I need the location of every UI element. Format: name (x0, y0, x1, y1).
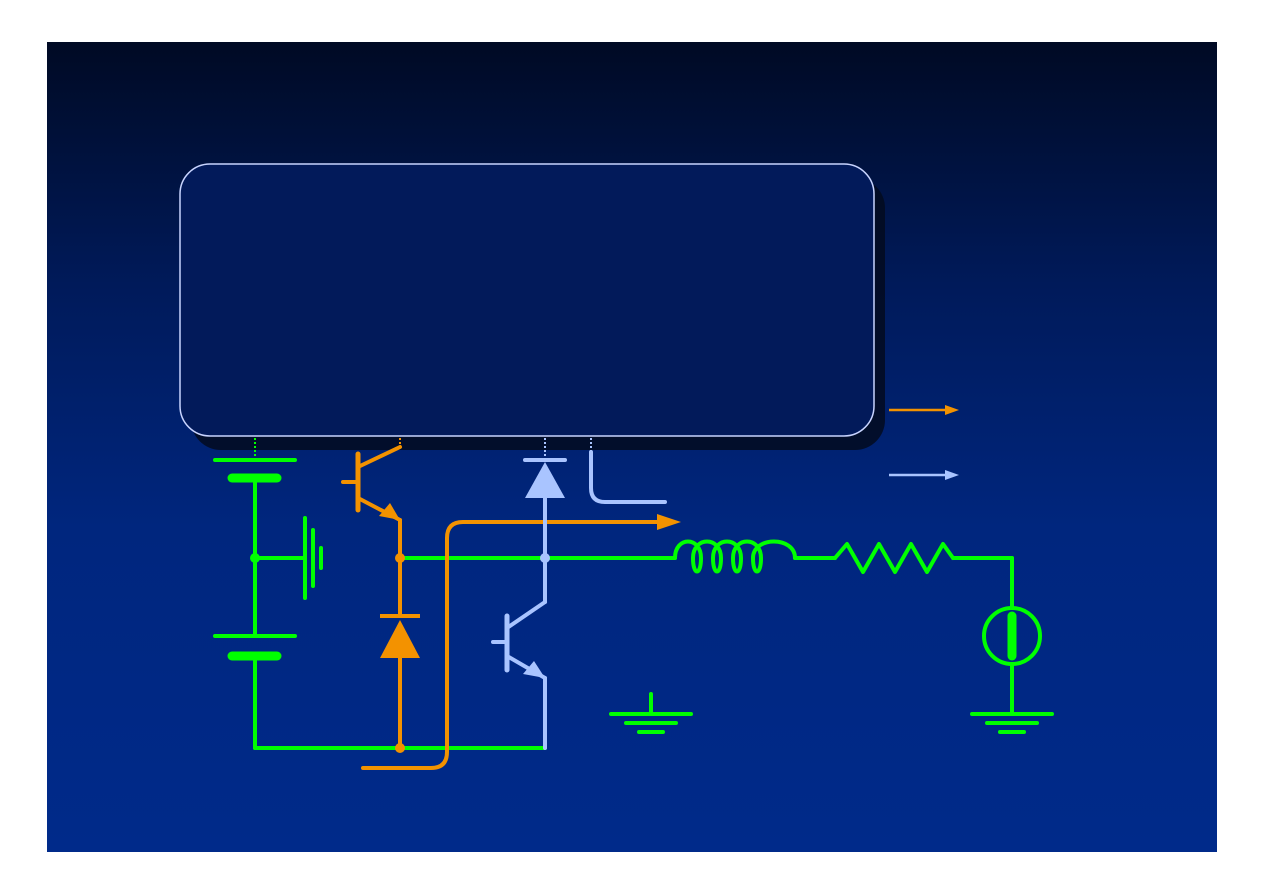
upper-freewheel-diode (380, 620, 420, 658)
midpoint-ground-symbol (303, 516, 323, 600)
half-bridge-circuit-diagram (179, 163, 1054, 770)
lower-node-junction (540, 553, 550, 563)
resistor (833, 542, 955, 574)
center-ground-symbol (609, 692, 693, 734)
ac-voltage-source (982, 606, 1042, 666)
text-panel (179, 163, 875, 437)
right-ground-symbol (970, 712, 1054, 734)
lower-freewheel-diode (525, 462, 565, 498)
bottom-return-junction (395, 743, 405, 753)
legend-arrow-orange (889, 405, 959, 415)
current-path-arrowhead (657, 514, 681, 530)
output-node-junction (395, 553, 405, 563)
inductor-coil (673, 539, 797, 574)
slide-background (47, 42, 1217, 852)
freewheel-current-path (361, 520, 661, 770)
control-feedback-path (589, 450, 667, 504)
upper-transistor-emitter-arrow (379, 503, 400, 520)
legend-arrow-blue (889, 470, 959, 480)
lower-transistor-emitter-arrow (523, 661, 545, 678)
battery-midpoint-junction (250, 553, 260, 563)
